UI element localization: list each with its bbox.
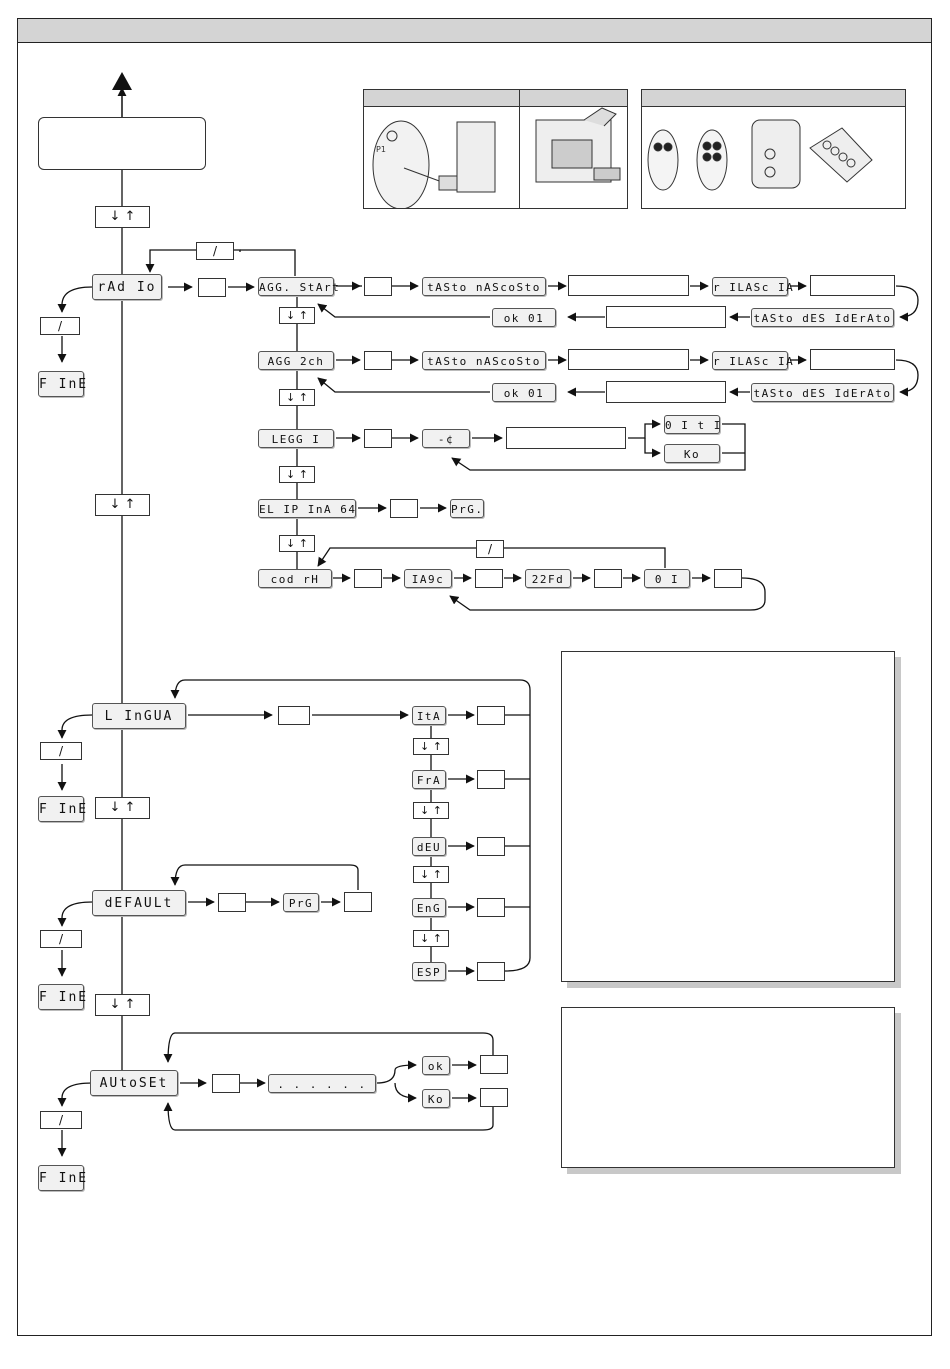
ok-1: ok 01 (492, 308, 556, 327)
hidden-key-1: tASto nAScoSto (422, 277, 546, 296)
key-box-lang-5 (477, 962, 505, 981)
key-box-autoset-ko (480, 1088, 508, 1107)
nav-arrows-lang-2[interactable]: ↓ ↑ (413, 802, 449, 819)
read-prompt: -¢ (422, 429, 470, 448)
release-1: r ILASc IA (712, 277, 793, 296)
autoset-progress: . . . . . . (268, 1074, 376, 1093)
delete-64[interactable]: EL IP InA 64 (258, 499, 356, 518)
key-box-autoset-ok (480, 1055, 508, 1074)
nav-arrows-top[interactable]: ↓ ↑ (95, 206, 150, 228)
nav-arrows-lang-3[interactable]: ↓ ↑ (413, 866, 449, 883)
hidden-key-2: tASto nAScoSto (422, 351, 546, 370)
prg-delete: PrG. (450, 499, 484, 518)
code-value-2: 22Fd (525, 569, 571, 588)
code-rh[interactable]: cod rH (258, 569, 332, 588)
entry-display-box (38, 117, 206, 170)
menu-default[interactable]: dEFAULt (92, 890, 186, 916)
end-language: F InE (38, 796, 86, 822)
menu-language[interactable]: L InGUA (92, 703, 186, 729)
key-box-code-2 (475, 569, 503, 588)
autoset-ok: ok (422, 1056, 450, 1075)
transmitter-illustration (647, 119, 873, 191)
blank-display-1 (568, 275, 689, 296)
remote-figure-panel: P1 (363, 89, 628, 209)
key-box-code-3 (594, 569, 622, 588)
blank-display-5 (810, 349, 895, 370)
end-autoset: F InE (38, 1165, 86, 1191)
read-result-ko: Ko (664, 444, 720, 463)
slash-key-default[interactable]: / (40, 930, 82, 948)
blank-display-4 (568, 349, 689, 370)
read-result-ok: 0 I t I (664, 415, 720, 434)
header-bar (17, 18, 932, 43)
key-box-lang-1 (477, 706, 505, 725)
nav-arrows-lang-1[interactable]: ↓ ↑ (413, 738, 449, 755)
slash-key-autoset[interactable]: / (40, 1111, 82, 1129)
autoset-ko: Ko (422, 1089, 450, 1108)
notes-panel-2 (561, 1007, 895, 1168)
agg-start[interactable]: AGG. StArt (258, 277, 339, 296)
slash-key-code[interactable]: / (476, 540, 504, 558)
nav-arrows-default[interactable]: ↓ ↑ (95, 994, 150, 1016)
svg-text:P1: P1 (376, 145, 386, 154)
menu-radio[interactable]: rAd Io (92, 274, 162, 300)
menu-autoset[interactable]: AUtoSEt (90, 1070, 178, 1096)
key-box-code-4 (714, 569, 742, 588)
key-box-default (218, 893, 246, 912)
lang-option-5[interactable]: ESP (412, 962, 446, 981)
prg-default: PrG (283, 893, 319, 912)
key-box-read (364, 429, 392, 448)
key-box-agg-start (364, 277, 392, 296)
slash-key-radio-exit[interactable]: / (40, 317, 80, 335)
agg-2ch[interactable]: AGG 2ch (258, 351, 334, 370)
nav-arrows-language[interactable]: ↓ ↑ (95, 797, 150, 819)
ok-2: ok 01 (492, 383, 556, 402)
notes-panel-1 (561, 651, 895, 982)
slash-key-radio[interactable]: / (196, 242, 234, 260)
nav-arrows-radio[interactable]: ↓ ↑ (95, 494, 150, 516)
key-box-radio (198, 278, 226, 297)
blank-display-7 (506, 427, 626, 449)
end-radio: F InE (38, 371, 86, 397)
key-box-delete (390, 499, 418, 518)
transmitter-figure-panel (641, 89, 906, 209)
key-box-language (278, 706, 310, 725)
key-box-lang-2 (477, 770, 505, 789)
nav-arrows-delete[interactable]: ↓ ↑ (279, 535, 315, 552)
release-2: r ILASc IA (712, 351, 793, 370)
blank-display-6 (606, 381, 726, 403)
blank-display-3 (606, 306, 726, 328)
read[interactable]: LEGG I (258, 429, 334, 448)
key-box-agg-2ch (364, 351, 392, 370)
nav-arrows-lang-4[interactable]: ↓ ↑ (413, 930, 449, 947)
nav-arrows-agg-start[interactable]: ↓ ↑ (279, 307, 315, 324)
lang-option-3[interactable]: dEU (412, 837, 446, 856)
key-box-autoset (212, 1074, 240, 1093)
key-box-code-1 (354, 569, 382, 588)
blank-display-2 (810, 275, 895, 296)
lang-option-2[interactable]: FrA (412, 770, 446, 789)
code-value-3: 0 I (644, 569, 690, 588)
lang-option-4[interactable]: EnG (412, 898, 446, 917)
key-box-default-2 (344, 892, 372, 912)
end-default: F InE (38, 984, 86, 1010)
slash-key-language[interactable]: / (40, 742, 82, 760)
key-box-lang-4 (477, 898, 505, 917)
key-box-lang-3 (477, 837, 505, 856)
nav-arrows-agg-2ch[interactable]: ↓ ↑ (279, 389, 315, 406)
desired-key-2: tASto dES IdErAto (751, 383, 894, 402)
code-value-1: IA9c (404, 569, 452, 588)
desired-key-1: tASto dES IdErAto (751, 308, 894, 327)
lang-option-1[interactable]: ItA (412, 706, 446, 725)
remote-illustration: P1 (372, 107, 621, 208)
nav-arrows-read[interactable]: ↓ ↑ (279, 466, 315, 483)
